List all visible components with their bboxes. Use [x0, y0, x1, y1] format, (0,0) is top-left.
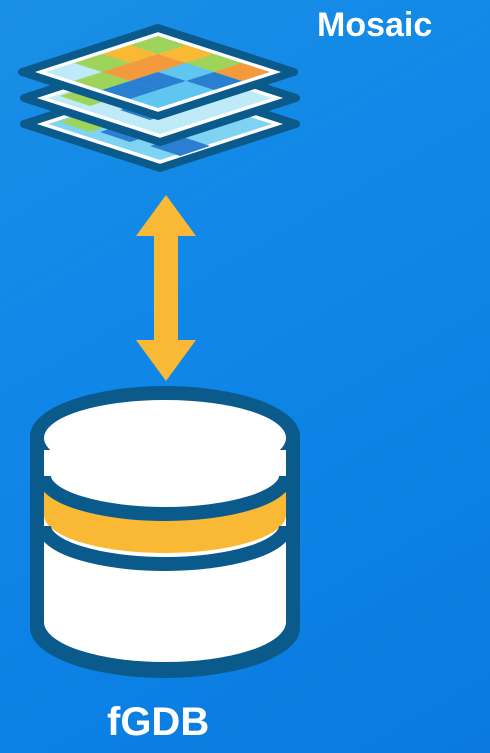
mosaic-layer-top [18, 24, 298, 120]
fgdb-label: fGDB [107, 700, 210, 744]
mosaic-label: Mosaic [317, 6, 433, 44]
